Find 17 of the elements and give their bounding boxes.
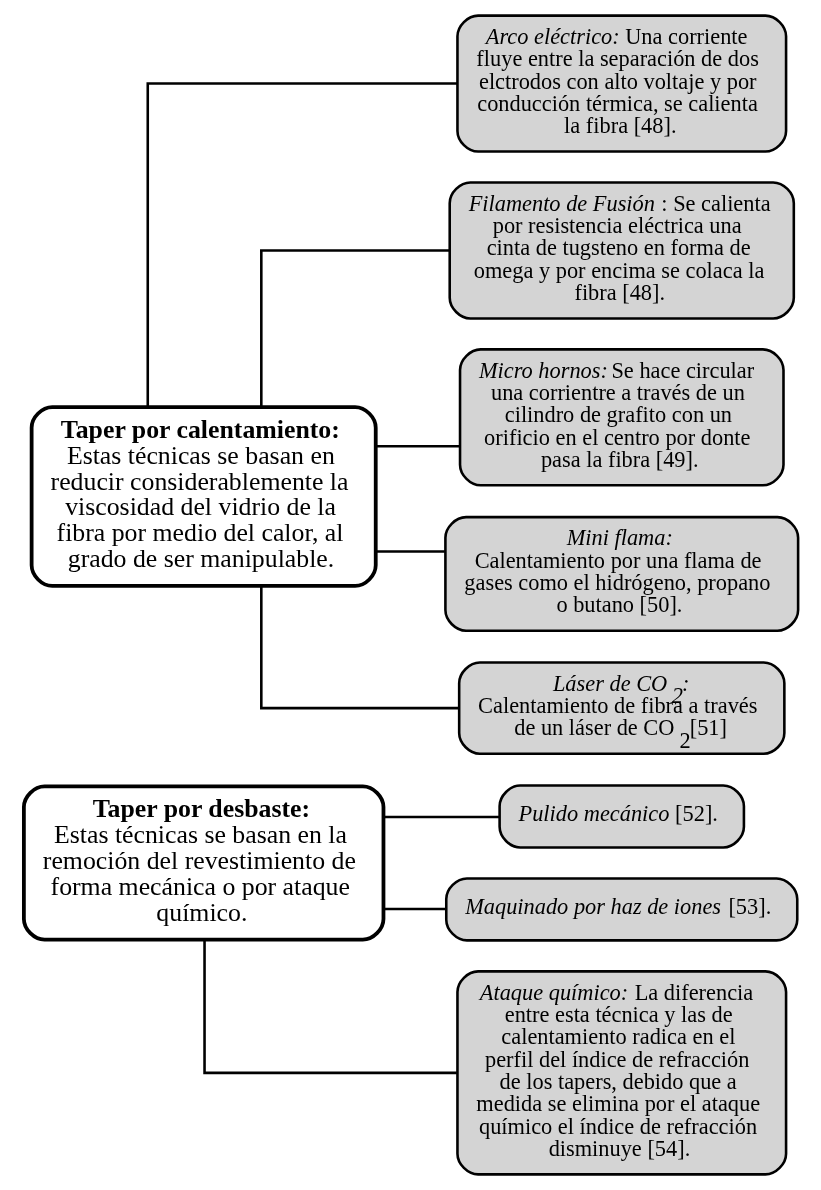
connector xyxy=(375,444,460,448)
node-box: Arco eléctrico: Una corriente fluye entre la separación de dos elctrodos con alto voltaje y por conducción térmica, se calienta la fibra [48]. xyxy=(455,14,787,153)
connector xyxy=(202,939,457,1075)
node-box: Micro hornos: Se hace circular una corrientre a través de un cilindro de grafito con un orificio en el centro por donte pasa la fibra [49]. xyxy=(458,348,785,487)
connector xyxy=(145,82,457,407)
node-box: Filamento de Fusión: Se calienta por resistencia eléctrica una cinta de tugsteno en forma de omega y por encima se colaca la fibra [48]. xyxy=(447,181,795,320)
node-box: Maquinado por haz de iones [53]. xyxy=(444,877,799,942)
node-box: Mini flama: Calentamiento por una flama de gases como el hidrógeno, propano o butano [50]. xyxy=(443,515,799,632)
node-box: Pulido mecánico [52]. xyxy=(497,784,745,849)
node-box: Taper por desbaste: Estas técnicas se basan en la remoción del revestimiento de forma mecánica o por ataque químico. xyxy=(21,784,385,942)
connector xyxy=(383,815,499,819)
connector xyxy=(259,586,459,710)
connector xyxy=(259,249,449,407)
node-box: Ataque químico: La diferencia entre esta técnica y las de calentamiento radica en el perfil del índice de refracción de los tapers, debido que a medida se elimina por el ataque químico el índice de refracción disminuye [54]. xyxy=(455,970,787,1176)
connector xyxy=(375,550,445,553)
connector xyxy=(383,907,446,911)
node-box: Taper por calentamiento: Estas técnicas se basan en reducir considerablemente la viscosidad del vidrio de la fibra por medio del calor, al grado de ser manipulable. xyxy=(29,405,378,588)
